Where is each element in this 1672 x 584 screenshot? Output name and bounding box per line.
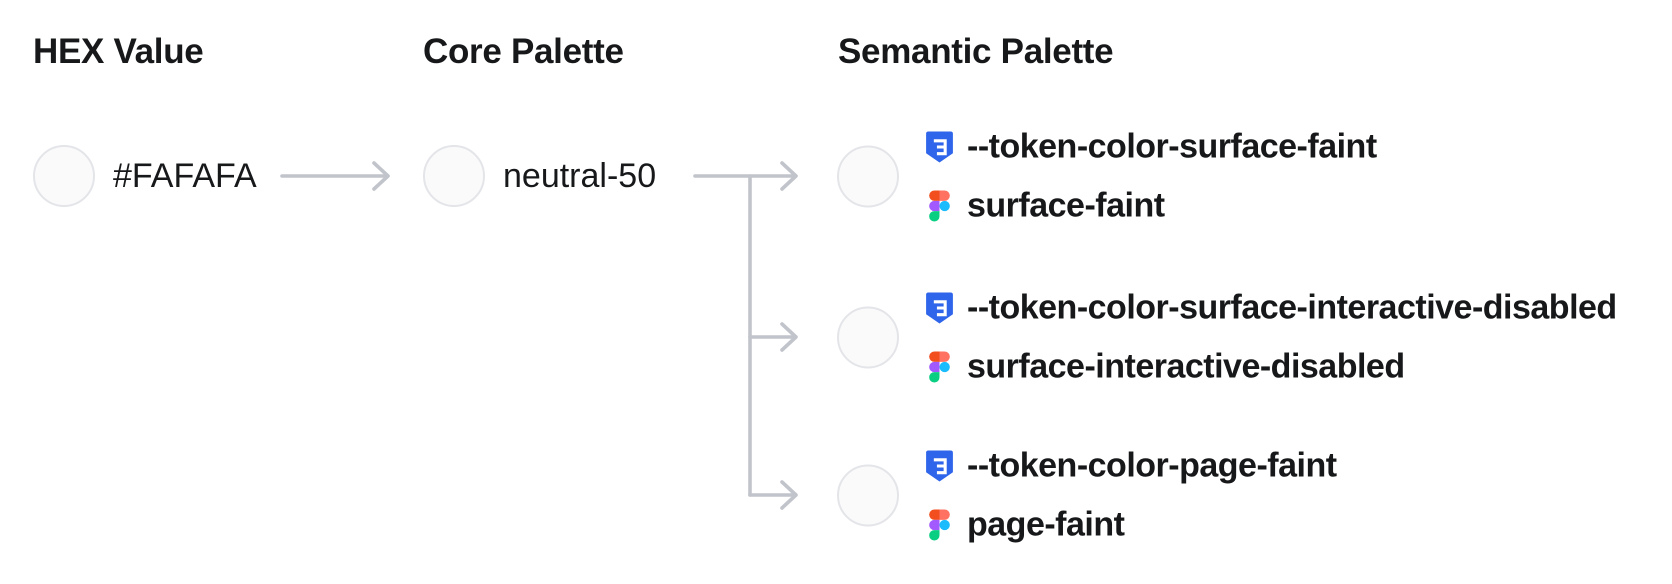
css-variable-label: --token-color-surface-faint: [967, 127, 1377, 165]
column-heading-semantic-palette: Semantic Palette: [838, 32, 1114, 71]
css3-shield-icon: [925, 446, 954, 486]
figma-logo-icon: [925, 505, 954, 545]
semantic-color-swatch: [837, 464, 899, 526]
column-heading-hex-value: HEX Value: [33, 32, 204, 71]
branch-connector-core-to-semantic: [693, 161, 798, 510]
core-color-swatch: [423, 145, 485, 207]
hex-value-node: #FAFAFA: [33, 145, 257, 207]
arrow-hex-to-core: [280, 161, 390, 191]
core-palette-node: neutral-50: [423, 145, 656, 207]
figma-token-label: surface-faint: [967, 186, 1165, 224]
css-variable-label: --token-color-surface-interactive-disabl…: [967, 288, 1617, 326]
figma-token-label: surface-interactive-disabled: [967, 347, 1405, 385]
figma-logo-icon: [925, 186, 954, 226]
css3-shield-icon: [925, 127, 954, 167]
semantic-color-swatch: [837, 145, 899, 207]
css-variable-label: --token-color-page-faint: [967, 446, 1337, 484]
column-heading-core-palette: Core Palette: [423, 32, 624, 71]
figma-token-label: page-faint: [967, 505, 1125, 543]
semantic-color-swatch: [837, 306, 899, 368]
css3-shield-icon: [925, 288, 954, 328]
semantic-token-row: --token-color-surface-interactive-disabl…: [837, 288, 1617, 387]
semantic-token-row: --token-color-page-faint page-faint: [837, 446, 1337, 545]
core-palette-label: neutral-50: [503, 156, 657, 195]
semantic-token-row: --token-color-surface-faint surface-fain…: [837, 127, 1377, 226]
hex-color-swatch: [33, 145, 95, 207]
hex-value-label: #FAFAFA: [113, 156, 257, 195]
figma-logo-icon: [925, 347, 954, 387]
